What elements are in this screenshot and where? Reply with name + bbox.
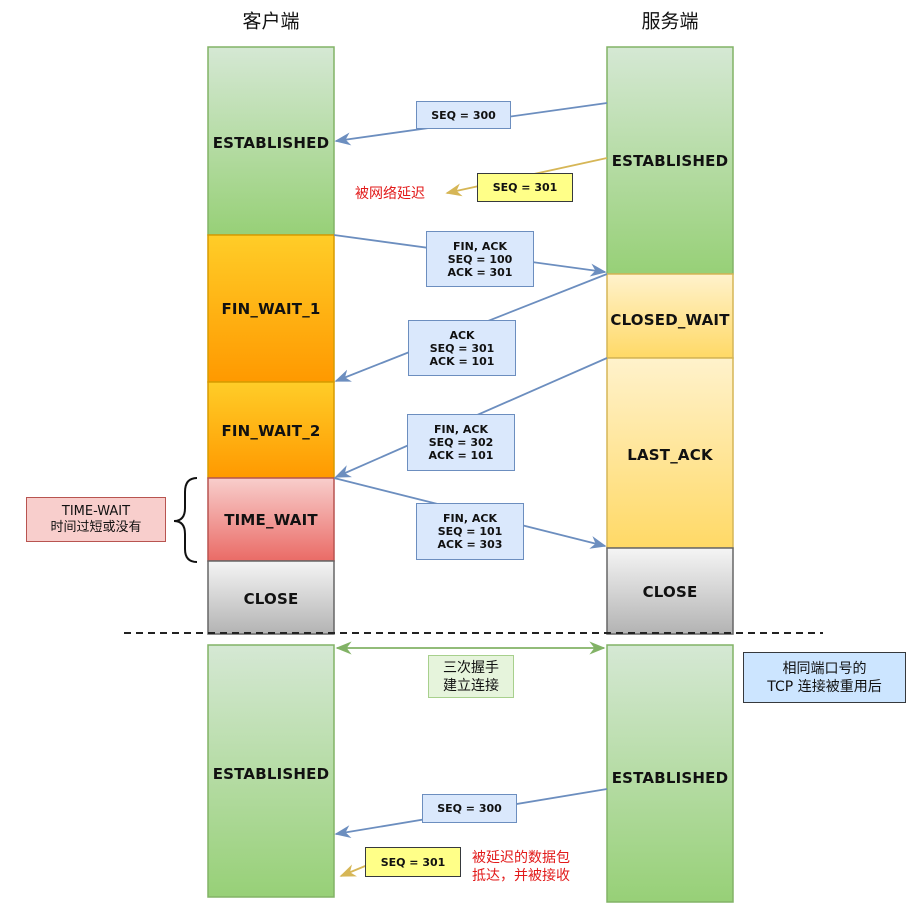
msg-seq-300-new: SEQ = 300 (422, 794, 517, 823)
msg-line: SEQ = 301 (492, 181, 558, 194)
msg-line: FIN, ACK (443, 512, 497, 525)
server-state-closed-wait: CLOSED_WAIT (610, 311, 730, 329)
msg-line: SEQ = 300 (431, 108, 496, 122)
delayed-accepted-label: 被延迟的数据包 抵达，并被接收 (472, 849, 570, 885)
note-line: TCP 连接被重用后 (767, 678, 882, 695)
client-time-wait-block (207, 477, 335, 562)
delayed-label: 被网络延迟 (355, 186, 425, 202)
msg-line: SEQ = 100 (447, 252, 513, 266)
msg-seq-300: SEQ = 300 (416, 101, 511, 129)
msg-line: SEQ = 101 (437, 525, 503, 538)
note-line: TIME-WAIT (61, 503, 131, 519)
msg-line: ACK = 101 (428, 449, 494, 462)
client-established-block (207, 46, 335, 236)
msg-seq-301-delivered: SEQ = 301 (365, 847, 461, 877)
msg-line: SEQ = 301 (380, 855, 446, 869)
note-line: 三次握手 (443, 659, 499, 676)
time-wait-brace (173, 477, 198, 563)
client-state-fin-wait-1: FIN_WAIT_1 (221, 300, 321, 318)
client-fin-wait-1-block (207, 234, 335, 383)
msg-line: SEQ = 302 (428, 436, 494, 449)
server-state-close: CLOSE (642, 583, 698, 601)
msg-fin-ack-2: FIN, ACK SEQ = 302 ACK = 101 (407, 414, 515, 471)
client-state-time-wait: TIME_WAIT (224, 511, 318, 529)
server-last-ack-block (606, 357, 734, 549)
client-state-fin-wait-2: FIN_WAIT_2 (221, 422, 321, 440)
client-state-established: ESTABLISHED (212, 134, 330, 152)
client-fin-wait-2-block (207, 381, 335, 479)
reuse-note: 相同端口号的 TCP 连接被重用后 (743, 652, 906, 703)
msg-line: SEQ = 301 (429, 341, 495, 355)
server-state-last-ack: LAST_ACK (627, 446, 713, 464)
msg-line: ACK = 301 (447, 265, 513, 279)
msg-line: ACK (449, 328, 475, 342)
note-line: 时间过短或没有 (50, 519, 142, 535)
msg-line: ACK = 101 (429, 354, 495, 368)
time-wait-note: TIME-WAIT 时间过短或没有 (26, 497, 166, 542)
msg-line: FIN, ACK (434, 423, 488, 436)
msg-line: SEQ = 300 (437, 802, 502, 815)
msg-seq-301-delayed: SEQ = 301 (477, 173, 573, 202)
msg-ack-1: ACK SEQ = 301 ACK = 101 (408, 320, 516, 376)
client-state-established-new: ESTABLISHED (212, 765, 330, 783)
note-line: 被延迟的数据包 (472, 850, 570, 866)
server-title: 服务端 (641, 10, 699, 33)
msg-line: ACK = 303 (437, 538, 503, 551)
handshake-note: 三次握手 建立连接 (428, 655, 514, 698)
client-established-new-block (207, 644, 335, 898)
server-established-block (606, 46, 734, 275)
note-line: 相同端口号的 (782, 660, 867, 677)
note-line: 抵达，并被接收 (472, 868, 570, 884)
msg-line: FIN, ACK (453, 239, 507, 253)
client-title: 客户端 (242, 10, 300, 33)
server-state-established: ESTABLISHED (611, 152, 729, 170)
server-state-established-new: ESTABLISHED (611, 769, 729, 787)
msg-fin-ack-1: FIN, ACK SEQ = 100 ACK = 301 (426, 231, 534, 287)
server-established-new-block (606, 644, 734, 903)
client-state-close: CLOSE (243, 590, 299, 608)
note-line: 建立连接 (443, 677, 499, 694)
msg-fin-ack-3: FIN, ACK SEQ = 101 ACK = 303 (416, 503, 524, 560)
